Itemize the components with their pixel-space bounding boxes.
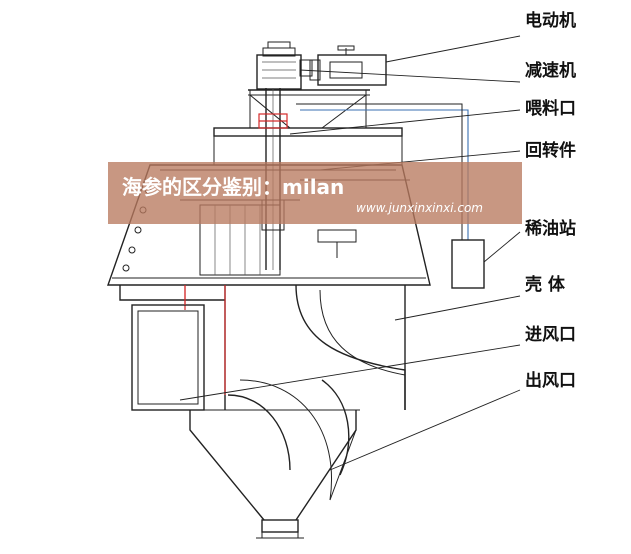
top-support-frame — [213, 89, 403, 165]
label-air-inlet: 进风口 — [525, 325, 576, 345]
label-motor: 电动机 — [525, 10, 576, 31]
oil-station-box — [451, 239, 485, 289]
watermark-url: www.junxinxinxi.com — [356, 201, 483, 215]
label-oil-station: 稀油站 — [525, 218, 576, 239]
reducer-assembly — [256, 41, 313, 90]
label-rotor: 回转件 — [525, 140, 576, 161]
air-inlet-duct — [131, 285, 205, 411]
label-reducer: 减速机 — [525, 60, 576, 81]
motor-assembly — [309, 45, 387, 86]
leader-lines — [179, 35, 521, 471]
bottom-hopper — [189, 410, 357, 539]
lower-shell — [119, 284, 406, 411]
label-feed-port: 喂料口 — [525, 98, 576, 119]
watermark-text: 海参的区分鉴别：milan — [122, 175, 344, 199]
watermark-band — [108, 162, 522, 224]
label-shell: 壳 体 — [524, 274, 566, 295]
label-air-outlet: 出风口 — [525, 370, 576, 391]
outlet-elbow — [227, 379, 357, 501]
